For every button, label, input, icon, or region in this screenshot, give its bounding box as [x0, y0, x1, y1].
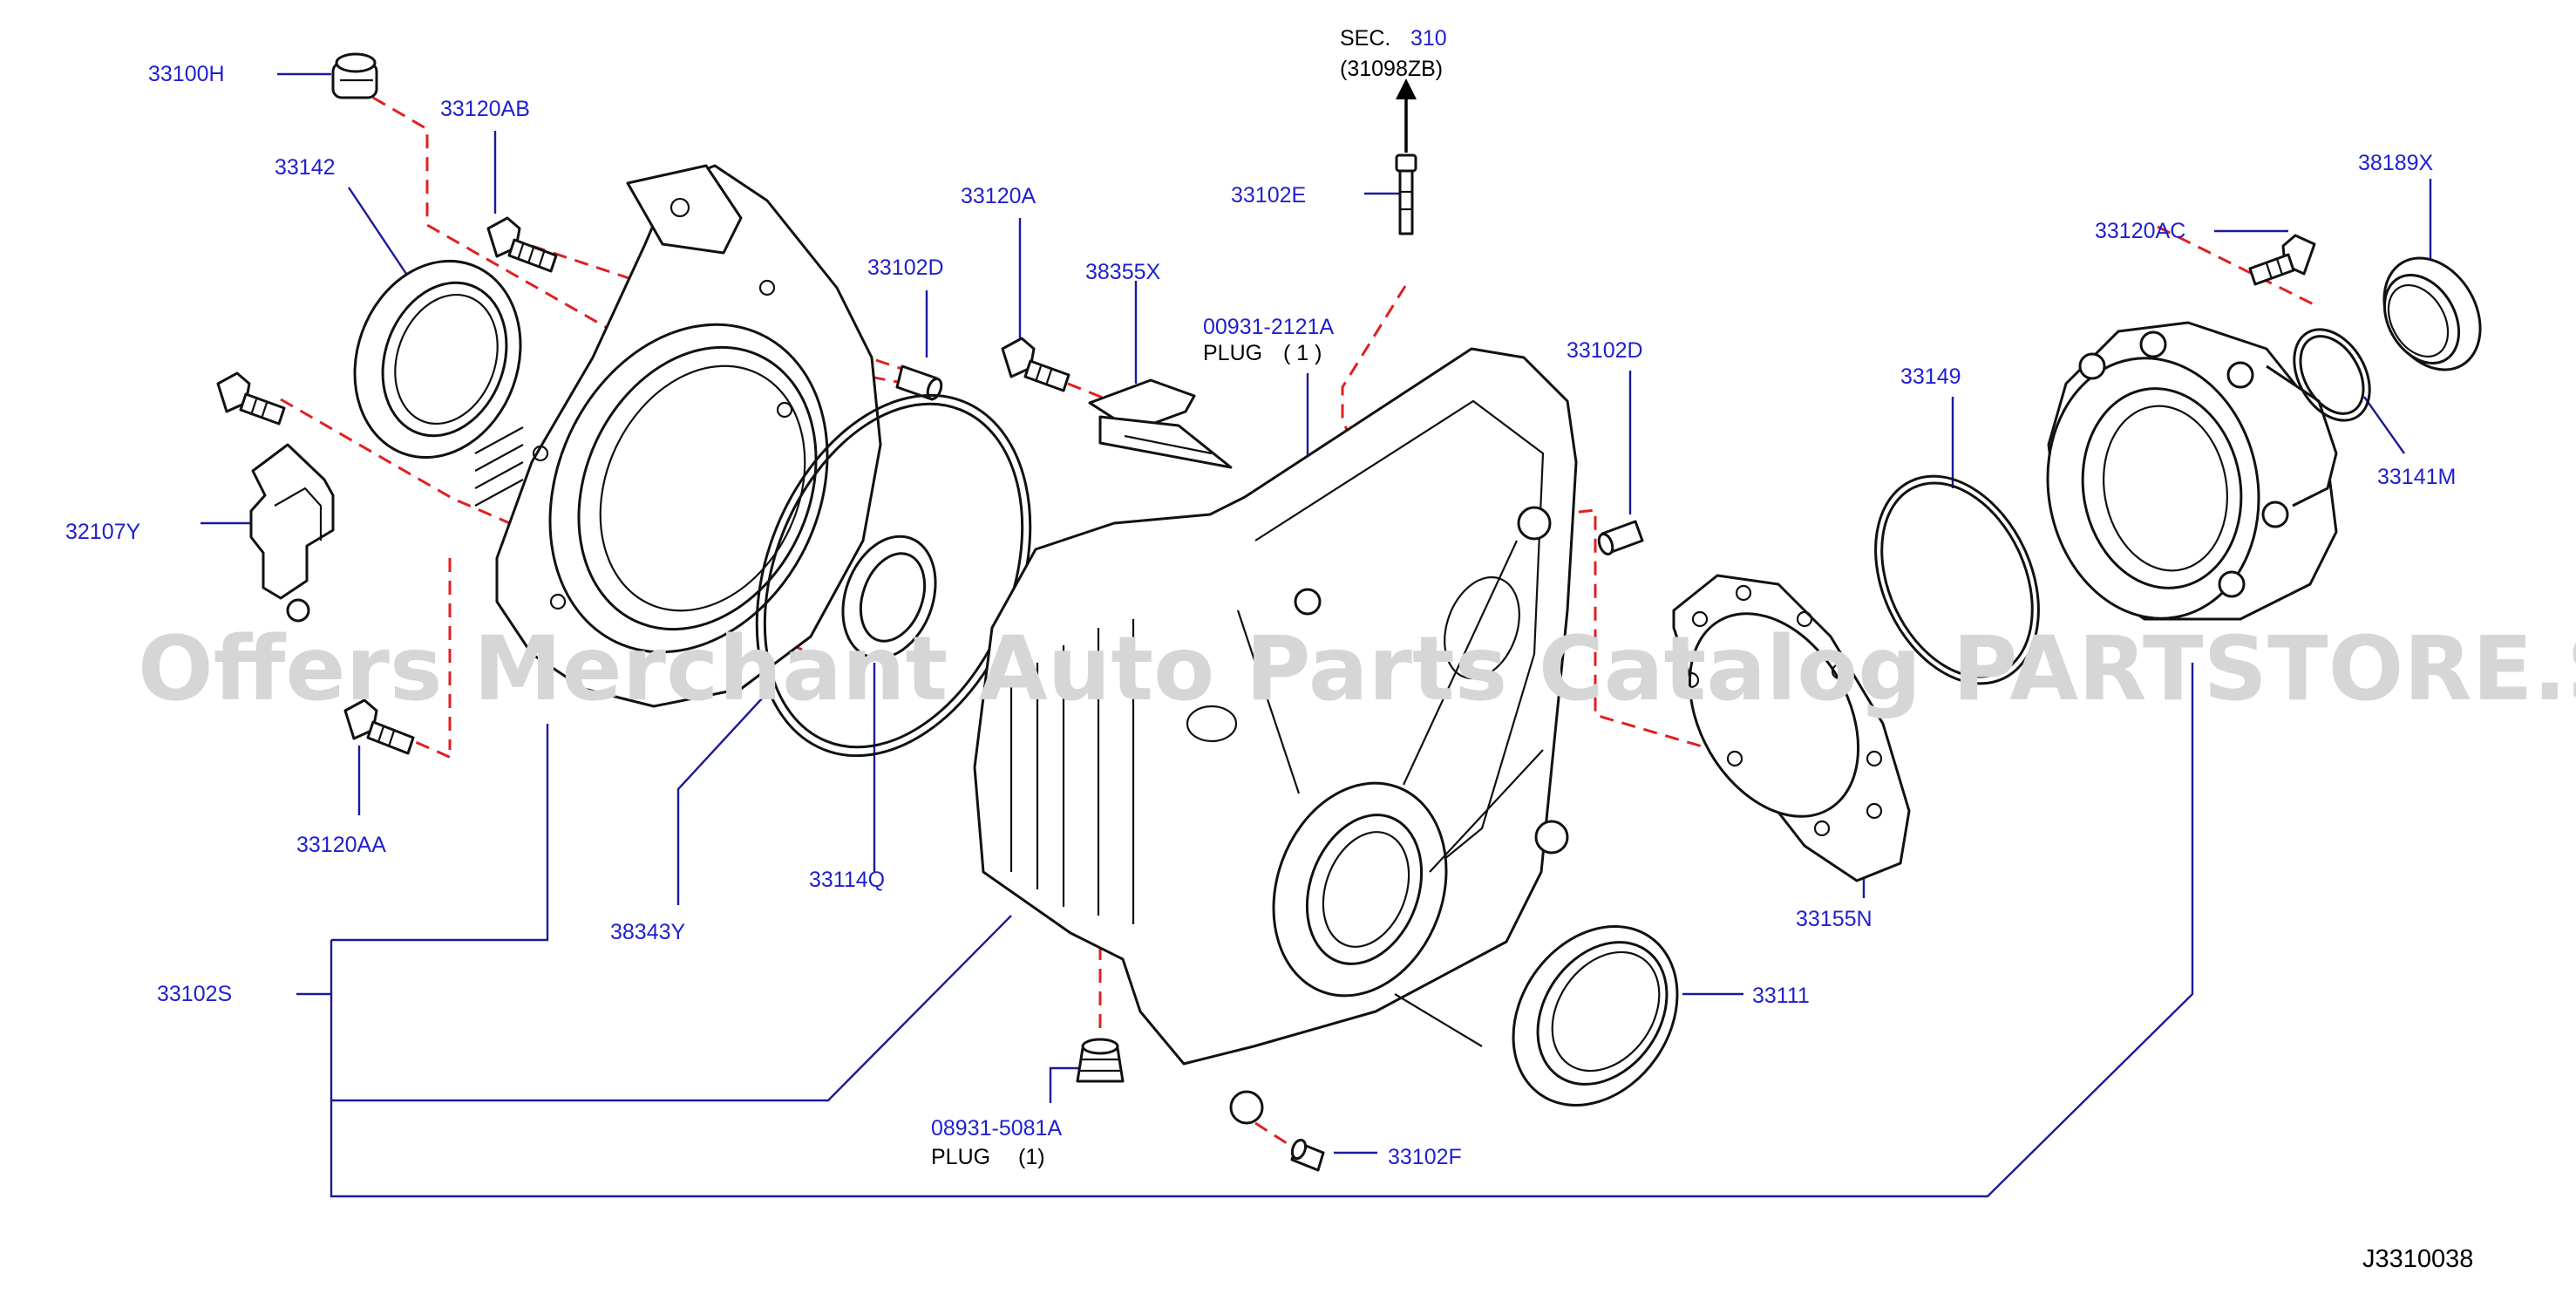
label-plug-2-qty: (1)	[1018, 1145, 1045, 1169]
watermark-text: Offers Merchant Auto Parts Catalog PARTS…	[138, 617, 2576, 721]
sec-code: (31098ZB)	[1340, 57, 1443, 81]
label-08931-5081a[interactable]: 08931-5081A	[931, 1116, 1062, 1141]
label-plug-1-qty: ( 1 )	[1283, 341, 1322, 365]
label-33100h[interactable]: 33100H	[148, 62, 225, 86]
label-33102e[interactable]: 33102E	[1231, 183, 1306, 208]
label-33102f[interactable]: 33102F	[1388, 1145, 1462, 1169]
label-33111[interactable]: 33111	[1752, 984, 1810, 1008]
part-33114q-seal	[841, 535, 937, 660]
part-33120ab-bolt	[486, 216, 558, 273]
label-00931-2121a[interactable]: 00931-2121A	[1203, 315, 1334, 339]
part-33102e-stud	[1395, 153, 1417, 235]
part-32107y-bracket	[249, 443, 335, 623]
sec-arrow	[1396, 78, 1417, 153]
sec-number-link[interactable]: 310	[1410, 26, 1447, 51]
label-33102d-a[interactable]: 33102D	[867, 255, 944, 280]
label-33114q[interactable]: 33114Q	[809, 868, 885, 892]
part-33141m-snap-ring	[2293, 328, 2371, 422]
diagram-id: J3310038	[2362, 1245, 2473, 1273]
sec-prefix: SEC.	[1340, 26, 1390, 51]
part-33102d-dowel-b	[1597, 520, 1644, 556]
part-labels: 33100H 33120AB 33142 32107Y 33120AA 3310…	[65, 26, 2473, 1273]
part-bolt-upper-left	[216, 371, 286, 426]
part-38189x-seal	[2382, 256, 2482, 371]
part-33102s-housing-cover	[474, 164, 882, 708]
part-33120ac-bolt	[2248, 234, 2316, 286]
label-33120a[interactable]: 33120A	[961, 184, 1037, 208]
part-33102d-dowel-a	[895, 364, 943, 401]
label-33102s[interactable]: 33102S	[157, 982, 232, 1006]
label-33149[interactable]: 33149	[1900, 364, 1961, 389]
part-33120aa-bolt	[343, 698, 415, 755]
label-38355x[interactable]: 38355X	[1085, 260, 1161, 284]
part-33149-o-ring	[1874, 474, 2040, 685]
part-transfer-case-housing	[973, 347, 1578, 1125]
label-plug-1: PLUG	[1203, 341, 1262, 365]
leader-lines	[201, 72, 2432, 1198]
part-33100h-breather	[331, 52, 378, 99]
label-33141m[interactable]: 33141M	[2377, 465, 2456, 489]
label-33142[interactable]: 33142	[275, 155, 336, 180]
part-33155n-gasket	[1672, 574, 1911, 882]
label-33120aa[interactable]: 33120AA	[296, 833, 386, 857]
part-33142-oil-seal	[353, 259, 522, 460]
label-38343y[interactable]: 38343Y	[610, 920, 686, 944]
part-08931-5081a-plug	[1076, 1038, 1125, 1083]
part-33111-oil-seal	[1512, 925, 1679, 1107]
label-33120ab[interactable]: 33120AB	[440, 97, 530, 121]
label-33155n[interactable]: 33155N	[1796, 907, 1873, 931]
label-33102d-b[interactable]: 33102D	[1567, 338, 1643, 363]
part-33120a-bolt	[1001, 337, 1071, 392]
label-32107y[interactable]: 32107Y	[65, 520, 141, 544]
part-extension-housing	[2046, 321, 2338, 621]
label-33120ac[interactable]: 33120AC	[2095, 219, 2185, 243]
part-33102f-dowel	[1290, 1138, 1325, 1172]
label-plug-2: PLUG	[931, 1145, 990, 1169]
label-38189x[interactable]: 38189X	[2358, 151, 2434, 175]
part-38355x-baffle	[1088, 378, 1233, 469]
